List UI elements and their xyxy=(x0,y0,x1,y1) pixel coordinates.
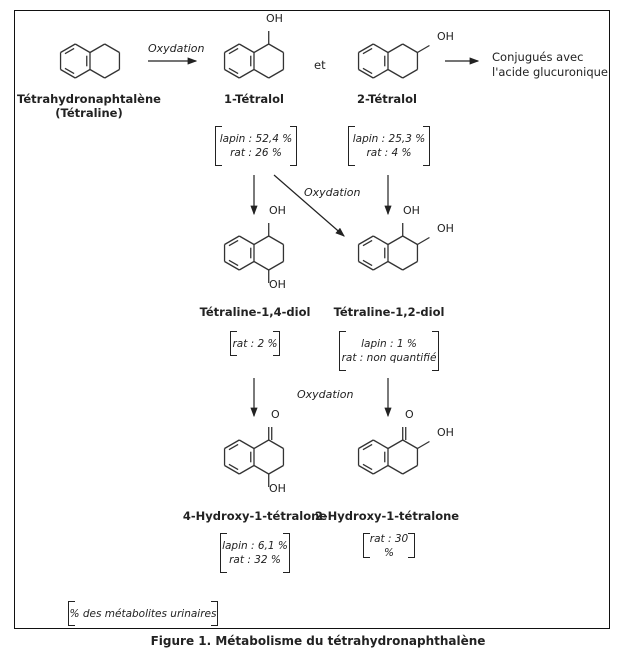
diol14-oh-top: OH xyxy=(269,204,286,217)
tetraline-structure xyxy=(59,43,121,79)
percent-tetralol2-lapin: lapin : 25,3 % xyxy=(352,133,426,145)
percent-tetralol2-rat: rat : 4 % xyxy=(366,147,412,159)
diol12-name: Tétraline-1,2-diol xyxy=(333,305,445,319)
hydroxy4-oh: OH xyxy=(269,482,286,495)
tetralol1-oh: OH xyxy=(266,12,283,25)
percent-diol14-rat: rat : 2 % xyxy=(232,337,278,350)
percent-diol12-rat: rat : non quantifié xyxy=(341,352,437,364)
diol12-structure xyxy=(357,223,430,271)
percent-box-hydroxy2: rat : 30 % xyxy=(363,532,415,559)
legend-text: % des métabolites urinaires xyxy=(69,607,217,620)
diol12-oh-2: OH xyxy=(437,222,454,235)
oxidation-label-middle: Oxydation xyxy=(304,186,361,199)
tetraline-alias: (Tétraline) xyxy=(55,106,123,120)
percent-hydroxy2-rat: rat : 30 % xyxy=(369,532,409,559)
percent-hydroxy4-lapin: lapin : 6,1 % xyxy=(222,540,288,552)
percent-hydroxy4-rat: rat : 32 % xyxy=(229,554,281,566)
percent-box-diol12: lapin : 1 % rat : non quantifié xyxy=(339,331,439,371)
hydroxy2-name: 2-Hydroxy-1-tétralone xyxy=(314,509,460,523)
tetraline-name: Tétrahydronaphtalène xyxy=(17,92,161,106)
diol14-name: Tétraline-1,4-diol xyxy=(199,305,311,319)
tetralol2-oh: OH xyxy=(437,30,454,43)
conjugate-line-1: Conjugués avec xyxy=(492,50,584,64)
figure-caption: Figure 1. Métabolisme du tétrahydronapht… xyxy=(150,634,486,648)
percent-tetralol1-lapin: lapin : 52,4 % xyxy=(219,133,293,145)
hydroxy2-oh: OH xyxy=(437,426,454,439)
percent-diol12-lapin: lapin : 1 % xyxy=(361,338,417,350)
conjugate-line-2: l'acide glucuronique xyxy=(492,65,609,79)
percent-box-tetralol2: lapin : 25,3 % rat : 4 % xyxy=(348,126,430,166)
diol14-oh-bottom: OH xyxy=(269,278,286,291)
hydroxy4-structure xyxy=(223,427,285,487)
hydroxy4-carbonyl-o: O xyxy=(271,408,280,421)
arrow-tetralol1-to-diol12 xyxy=(273,174,345,237)
legend-box: % des métabolites urinaires xyxy=(68,601,218,626)
tetralol2-name: 2-Tétralol xyxy=(357,92,417,106)
hydroxy4-name: 4-Hydroxy-1-tétralone xyxy=(182,509,328,523)
hydroxy2-structure xyxy=(357,427,430,475)
tetralol1-name: 1-Tétralol xyxy=(224,92,284,106)
percent-box-diol14: rat : 2 % xyxy=(230,331,280,356)
tetralol1-structure xyxy=(223,31,285,79)
tetralol2-structure xyxy=(357,43,430,79)
percent-box-hydroxy4: lapin : 6,1 % rat : 32 % xyxy=(220,533,290,573)
diol12-oh-1: OH xyxy=(403,204,420,217)
hydroxy2-carbonyl-o: O xyxy=(405,408,414,421)
figure-frame xyxy=(14,10,610,629)
percent-tetralol1-rat: rat : 26 % xyxy=(230,147,282,159)
oxidation-label-top: Oxydation xyxy=(148,42,205,55)
diol14-structure xyxy=(223,223,285,283)
conjunction-et: et xyxy=(314,58,326,72)
percent-box-tetralol1: lapin : 52,4 % rat : 26 % xyxy=(215,126,297,166)
oxidation-label-bottom: Oxydation xyxy=(297,388,354,401)
